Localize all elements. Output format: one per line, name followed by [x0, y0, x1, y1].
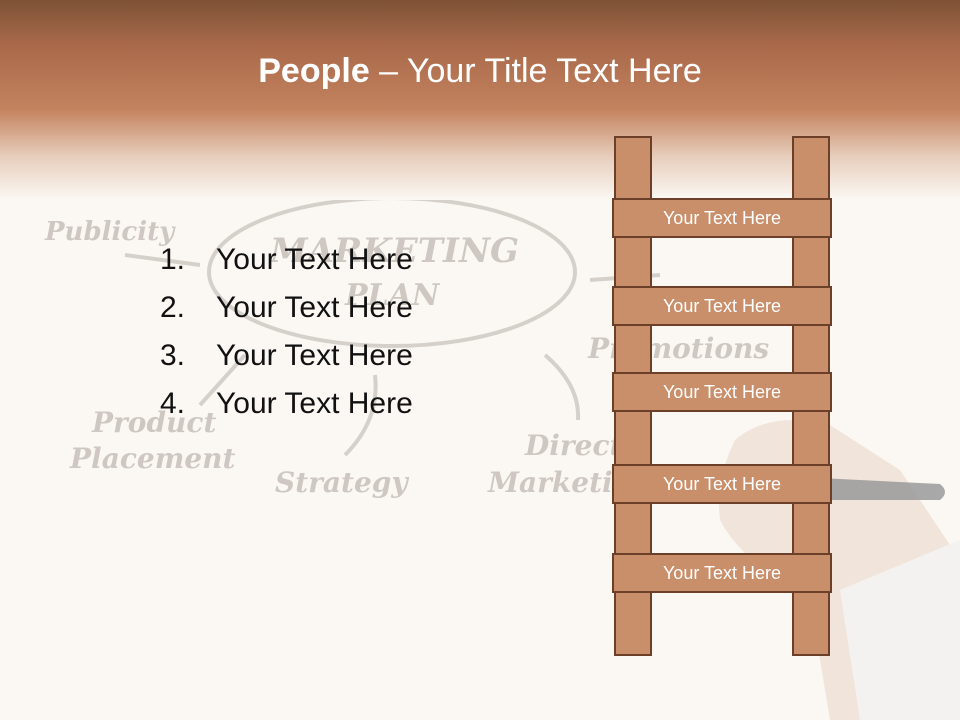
sketch-word-promotions: Promotions — [587, 332, 769, 365]
sketch-arrow — [124, 253, 201, 267]
sketch-word-placement: Placement — [69, 442, 235, 475]
list-item: 2. Your Text Here — [160, 284, 413, 332]
title-bold: People — [258, 52, 370, 90]
sketch-arrow — [543, 353, 581, 421]
list-item: 4. Your Text Here — [160, 380, 413, 428]
sleeve-sketch — [840, 540, 960, 720]
list-text: Your Text Here — [216, 291, 413, 324]
list-text: Your Text Here — [216, 243, 413, 276]
sketch-word-marketing: MARKETING — [269, 231, 519, 271]
list-item: 3. Your Text Here — [160, 332, 413, 380]
sketch-arrow — [589, 273, 661, 282]
sketch-word-plan: PLAN — [344, 278, 441, 313]
list-number: 1. — [160, 243, 186, 276]
pen-sketch — [820, 478, 945, 500]
list-item: 1. Your Text Here — [160, 236, 413, 284]
list-number: 2. — [160, 291, 186, 324]
title-rest: – Your Title Text Here — [369, 52, 702, 90]
sketch-word-product: Product — [91, 406, 216, 439]
sketch-word-strategy: Strategy — [275, 466, 409, 499]
list-number: 4. — [160, 387, 186, 420]
sketch-word-publicity: Publicity — [44, 217, 176, 247]
sketch-arrow — [343, 374, 378, 457]
numbered-list: 1. Your Text Here 2. Your Text Here 3. Your… — [160, 236, 413, 428]
slide-title: People – Your Title Text Here — [0, 52, 960, 91]
header-band — [0, 0, 960, 200]
sketch-arrow — [198, 353, 247, 407]
sketch-word-direct-marketing: Marketing — [487, 466, 653, 499]
list-text: Your Text Here — [216, 387, 413, 420]
list-number: 3. — [160, 339, 186, 372]
sketch-word-direct: Direct — [524, 429, 623, 462]
list-text: Your Text Here — [216, 339, 413, 372]
